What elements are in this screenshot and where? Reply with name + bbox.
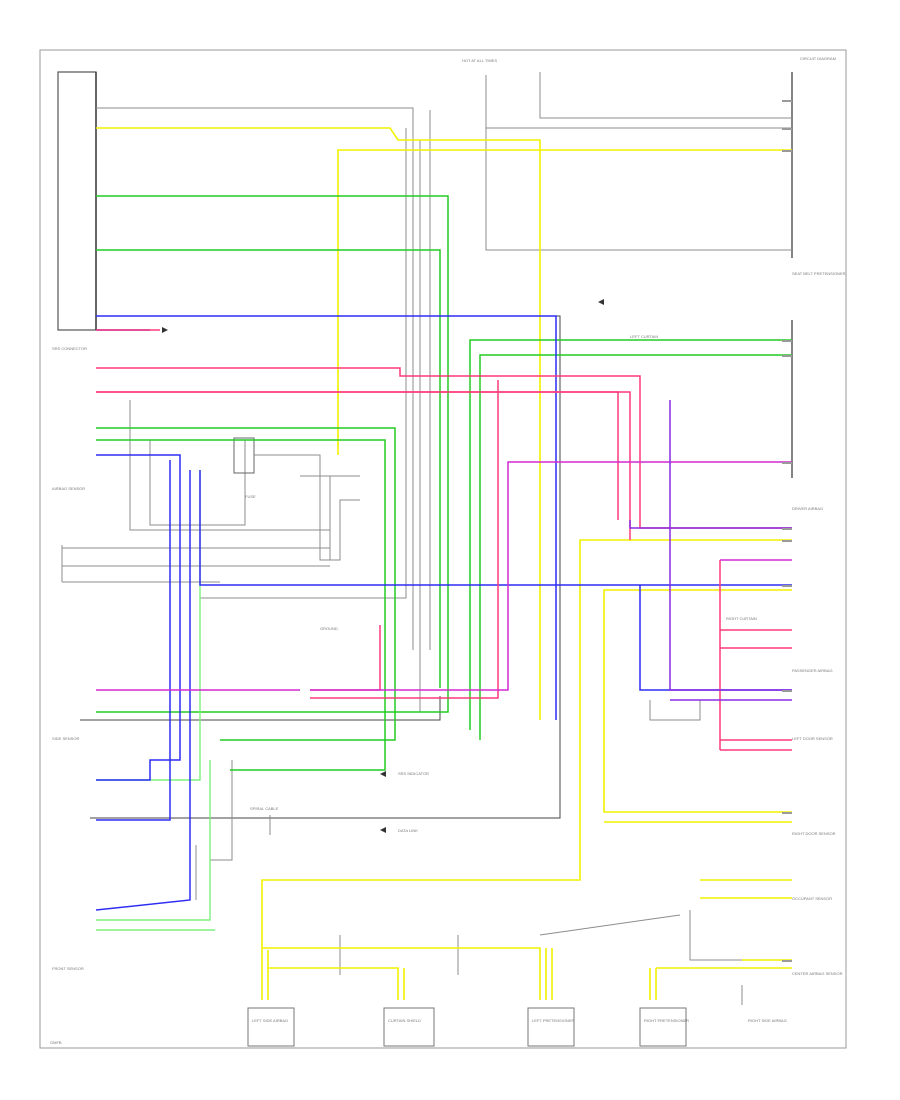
label-airbag-sensor: AIRBAG SENSOR	[52, 486, 85, 491]
label-bottom-module-3: LEFT PRETENSIONER	[532, 1018, 574, 1023]
label-bottom-module-5: RIGHT SIDE AIRBAG	[748, 1018, 787, 1023]
light-green-wires	[96, 470, 215, 931]
label-ground: GROUND	[320, 626, 338, 631]
connector-arrows	[162, 299, 604, 833]
label-occupant-sensor: OCCUPANT SENSOR	[792, 896, 832, 901]
blue-wires	[95, 315, 792, 911]
label-right-door-sensor: RIGHT DOOR SENSOR	[792, 831, 836, 836]
purple-wires	[629, 400, 792, 701]
label-seat-belt-pretensioner: SEAT BELT PRETENSIONER	[792, 271, 846, 276]
label-side-sensor: SIDE SENSOR	[52, 736, 79, 741]
label-hot-at-all-times: HOT AT ALL TIMES	[462, 58, 497, 63]
magenta-wires	[96, 461, 792, 691]
green-wires	[96, 195, 792, 771]
label-left-curtain: LEFT CURTAIN	[630, 334, 658, 339]
label-srs-indicator: SRS INDICATOR	[398, 771, 429, 776]
label-right-curtain: RIGHT CURTAIN	[726, 616, 757, 621]
label-data-link: DATA LINK	[398, 828, 418, 833]
frame-label: CIRCUIT DIAGRAM	[800, 56, 836, 61]
footer-code: GMFB	[50, 1040, 62, 1045]
diagram-labels: HOT AT ALL TIMES FUSE SRS CONNECTOR AIRB…	[52, 58, 846, 1023]
label-connector-left-top: SRS CONNECTOR	[52, 346, 87, 351]
label-bottom-module-4: RIGHT PRETENSIONER	[644, 1018, 689, 1023]
label-fuse-block: FUSE	[245, 494, 256, 499]
label-center-airbag-sensor: CENTER AIRBAG SENSOR	[792, 971, 843, 976]
label-left-door-sensor: LEFT DOOR SENSOR	[792, 736, 833, 741]
label-front-sensor: FRONT SENSOR	[52, 966, 84, 971]
label-driver-airbag: DRIVER AIRBAG	[792, 506, 823, 511]
pin-marks	[782, 100, 792, 962]
yellow-wires	[96, 127, 792, 1000]
label-passenger-airbag: PASSENGER AIRBAG	[792, 668, 833, 673]
label-spiral-cable: SPIRAL CABLE	[250, 806, 279, 811]
gray-wires	[57, 71, 793, 1047]
label-bottom-module-2: CURTAIN SHIELD	[388, 1018, 421, 1023]
diagram-frame	[39, 49, 847, 1049]
label-bottom-module-1: LEFT SIDE AIRBAG	[252, 1018, 288, 1023]
